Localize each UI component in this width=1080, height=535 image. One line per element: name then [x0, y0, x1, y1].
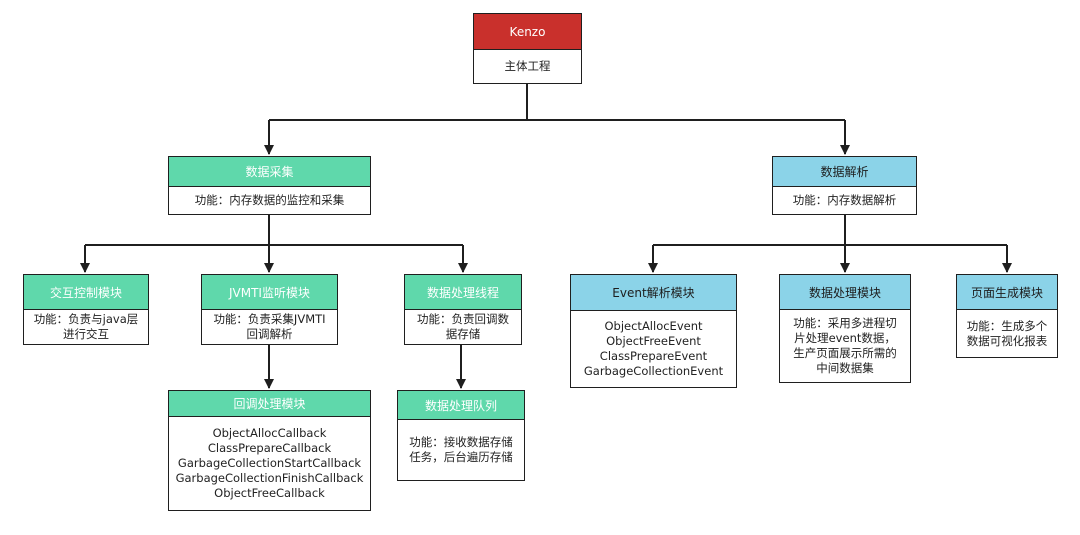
desc-line: 功能：采用多进程切	[793, 316, 897, 330]
node-interaction-control: 交互控制模块 功能：负责与java层进行交互	[23, 274, 149, 345]
desc-line: 中间数据集	[816, 361, 874, 375]
node-data-parse-title: 数据解析	[773, 157, 916, 187]
node-data-parse-desc: 功能：内存数据解析	[773, 187, 916, 214]
desc-line: 功能：负责回调数	[417, 312, 509, 326]
node-root-title: Kenzo	[474, 14, 581, 50]
node-data-collect-desc: 功能：内存数据的监控和采集	[169, 187, 370, 214]
desc-line: 功能：负责与java层	[33, 312, 139, 326]
desc-line: 功能：内存数据的监控和采集	[194, 193, 345, 207]
desc-line: ObjectFreeCallback	[214, 486, 325, 500]
desc-line: 任务，后台遍历存储	[409, 450, 513, 464]
node-processing-thread-desc: 功能：负责回调数据存储	[405, 310, 521, 344]
node-root-desc: 主体工程	[474, 50, 581, 83]
node-jvmti-listener-title: JVMTI监听模块	[202, 275, 337, 310]
desc-line: GarbageCollectionEvent	[583, 364, 724, 378]
desc-line: GarbageCollectionFinishCallback	[175, 471, 364, 485]
node-processing-queue-desc: 功能：接收数据存储任务，后台遍历存储	[398, 420, 524, 480]
node-callback-handler-title: 回调处理模块	[169, 391, 370, 417]
desc-line: 功能：内存数据解析	[792, 193, 897, 207]
desc-line: 功能：接收数据存储	[409, 435, 513, 449]
node-data-processing-title: 数据处理模块	[780, 275, 910, 310]
node-event-parser-title: Event解析模块	[571, 275, 736, 311]
node-interaction-control-title: 交互控制模块	[24, 275, 148, 310]
node-data-processing-desc: 功能：采用多进程切片处理event数据，生产页面展示所需的中间数据集	[780, 310, 910, 382]
desc-line: GarbageCollectionStartCallback	[177, 456, 362, 470]
desc-line: 回调解析	[246, 327, 293, 341]
desc-line: 数据可视化报表	[966, 333, 1048, 348]
desc-line: 生产页面展示所需的	[793, 346, 897, 360]
desc-line: ObjectAllocCallback	[212, 426, 327, 440]
node-processing-thread: 数据处理线程 功能：负责回调数据存储	[404, 274, 522, 345]
node-page-generation-title: 页面生成模块	[957, 275, 1057, 310]
desc-line: 据存储	[445, 327, 481, 341]
node-processing-thread-title: 数据处理线程	[405, 275, 521, 310]
node-data-collect-title: 数据采集	[169, 157, 370, 187]
desc-line: 主体工程	[504, 59, 551, 73]
node-data-collect: 数据采集 功能：内存数据的监控和采集	[168, 156, 371, 215]
node-data-processing: 数据处理模块 功能：采用多进程切片处理event数据，生产页面展示所需的中间数据…	[779, 274, 911, 383]
desc-line: 进行交互	[63, 327, 109, 341]
node-page-generation: 页面生成模块 功能：生成多个数据可视化报表	[956, 274, 1058, 358]
desc-line: 功能：生成多个	[966, 318, 1048, 333]
node-root: Kenzo 主体工程	[473, 13, 582, 84]
desc-line: 片处理event数据，	[794, 331, 896, 345]
desc-line: ObjectFreeEvent	[606, 334, 701, 348]
node-processing-queue: 数据处理队列 功能：接收数据存储任务，后台遍历存储	[397, 390, 525, 481]
node-interaction-control-desc: 功能：负责与java层进行交互	[24, 310, 148, 344]
node-processing-queue-title: 数据处理队列	[398, 391, 524, 420]
node-data-parse: 数据解析 功能：内存数据解析	[772, 156, 917, 215]
desc-line: 功能：负责采集JVMTI	[213, 312, 326, 326]
desc-line: ObjectAllocEvent	[604, 319, 703, 333]
node-page-generation-desc: 功能：生成多个数据可视化报表	[957, 310, 1057, 357]
desc-line: ClassPrepareCallback	[207, 441, 332, 455]
desc-line: ClassPrepareEvent	[599, 349, 708, 363]
